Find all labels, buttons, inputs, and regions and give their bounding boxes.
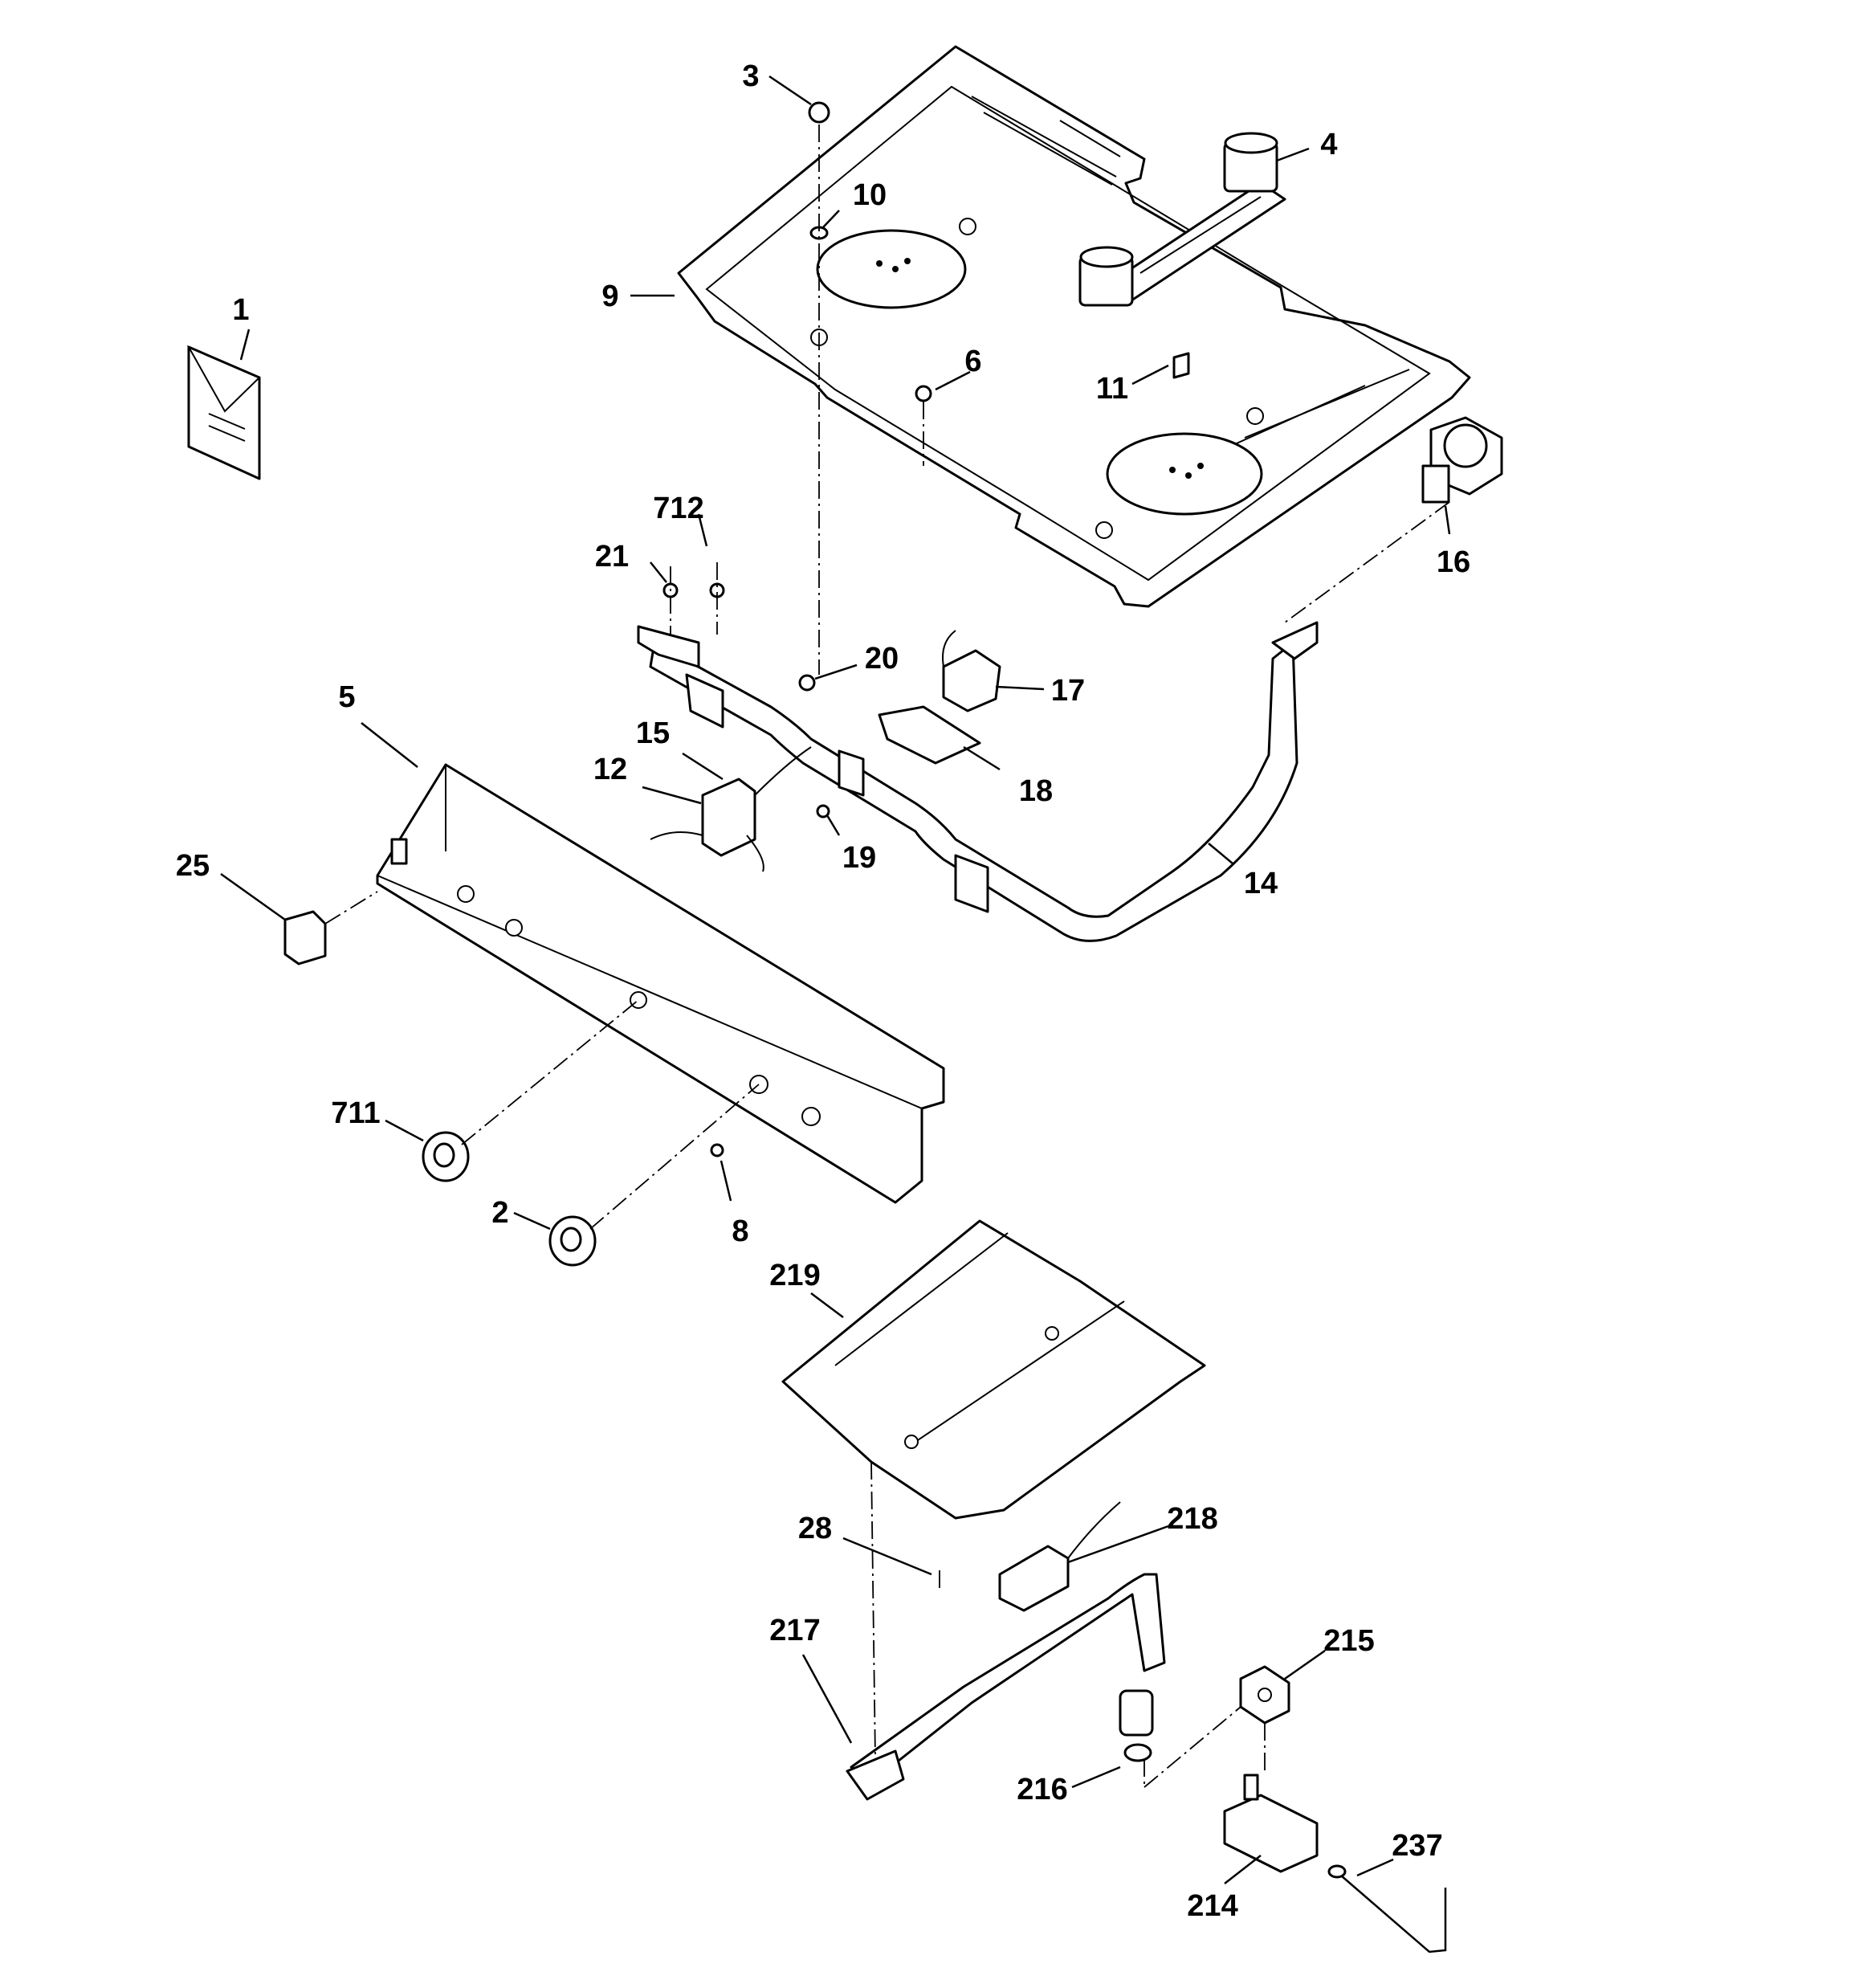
callout-21: 21 [595, 540, 629, 574]
callout-18: 18 [1019, 774, 1053, 808]
part-2-knob [548, 1215, 597, 1267]
callout-217: 217 [769, 1614, 820, 1647]
callout-214: 214 [1187, 1889, 1237, 1923]
callout-4: 4 [1320, 128, 1337, 161]
callout-5: 5 [338, 680, 355, 714]
part-216-orifice [1119, 1689, 1154, 1762]
callout-25: 25 [176, 849, 210, 883]
part-16-regulator [1421, 416, 1503, 504]
assembly-lines [324, 125, 1450, 1788]
callout-12: 12 [593, 753, 627, 786]
callout-8: 8 [732, 1214, 748, 1248]
part-18-bracket-plate [878, 705, 981, 765]
part-12-switch [650, 746, 812, 872]
callout-6: 6 [964, 345, 981, 378]
callout-15: 15 [636, 716, 670, 750]
callout-11: 11 [1096, 372, 1128, 406]
callout-10: 10 [853, 178, 887, 212]
part-25-block [283, 910, 327, 965]
callout-19: 19 [842, 841, 876, 875]
part-217-oven-burner [846, 1573, 1166, 1801]
part-237-tube [1327, 1864, 1447, 1953]
part-9-burner-box [677, 45, 1471, 608]
callout-1: 1 [232, 293, 249, 327]
part-214-valve [1223, 1774, 1319, 1873]
callout-218: 218 [1167, 1502, 1217, 1536]
part-218-igniter [998, 1501, 1121, 1612]
part-5-control-panel [376, 763, 945, 1204]
callout-labels: 1 2 3 4 5 6 8 9 10 11 12 14 15 16 17 18 … [176, 59, 1470, 1923]
callout-14: 14 [1244, 867, 1278, 900]
callout-3: 3 [742, 59, 759, 93]
part-17-spark-module [942, 630, 1001, 712]
callout-16: 16 [1437, 545, 1470, 579]
callout-712: 712 [653, 492, 703, 525]
callout-28: 28 [798, 1512, 832, 1545]
callout-215: 215 [1323, 1624, 1374, 1658]
callout-711: 711 [331, 1096, 380, 1130]
part-219-baffle [781, 1219, 1206, 1520]
part-215-bracket [1239, 1665, 1290, 1725]
leader-lines [220, 75, 1451, 1884]
callout-9: 9 [601, 280, 618, 313]
callout-237: 237 [1392, 1829, 1442, 1863]
callout-17: 17 [1051, 674, 1085, 708]
callout-216: 216 [1017, 1773, 1067, 1806]
callout-219: 219 [769, 1259, 820, 1292]
callout-20: 20 [865, 642, 899, 676]
part-711-knob [422, 1131, 470, 1182]
part-1-envelope [186, 345, 261, 480]
part-14-manifold-pipe [637, 621, 1319, 942]
part-4-burner-valves [1078, 132, 1286, 307]
callout-2: 2 [491, 1196, 508, 1230]
